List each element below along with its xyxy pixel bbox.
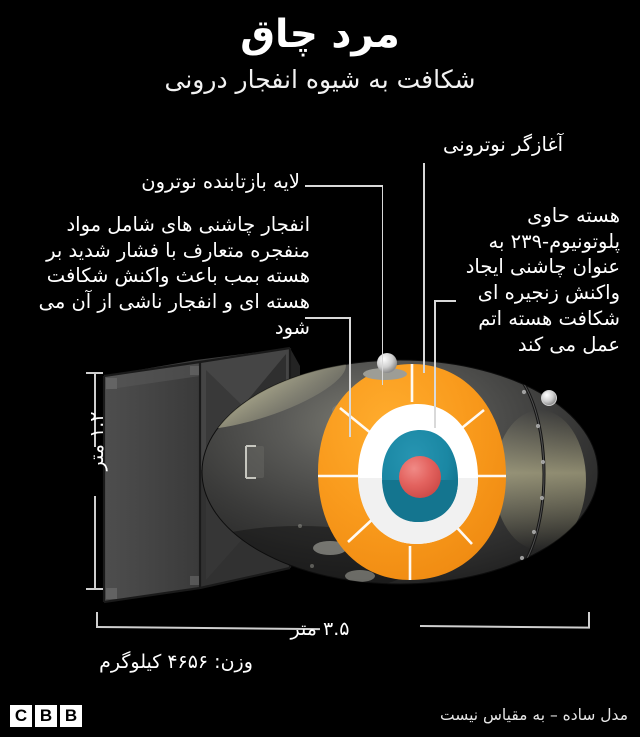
bbc-logo-letter-2: B [35,705,57,727]
leader-line-explosive-lenses-vertical [349,317,351,437]
page-title: مرد چاق [240,12,400,57]
leader-line-plutonium-core-vertical [434,300,436,428]
dimension-label-length: ۳.۵ متر [290,618,350,640]
callout-neutron-initiator: آغازگر نوترونی [443,133,563,156]
leader-line-neutron-reflector-horizontal [305,185,383,187]
fat-man-cutaway-svg [102,346,599,604]
bomb-illustration [0,330,640,615]
dimension-cap-height-top [86,372,103,374]
dimension-cap-length-left [96,612,98,628]
leader-line-neutron-reflector-vertical [381,185,384,385]
callout-neutron-reflector: لایه بازتابنده نوترون [141,170,300,193]
bbc-logo-letter-3: C [10,705,32,727]
page-subtitle: شکافت به شیوه انفجار درونی [164,65,476,94]
leader-line-plutonium-core-horizontal [434,300,456,302]
bbc-logo-letter-1: B [60,705,82,727]
callout-plutonium-core: هسته حاوی پلوتونیوم-۲۳۹ به عنوان چاشنی ا… [465,204,620,356]
dimension-cap-length-right [588,612,590,628]
weight-label: وزن: ۴۶۵۶ کیلوگرم [99,651,253,673]
initiator-sphere [399,456,441,498]
dimension-line-height-lower [94,496,96,590]
dimension-label-height: ۱.۲ متر [86,411,108,471]
dimension-line-height-upper [94,372,96,447]
callout-explosive-lenses: انفجار چاشنی های شامل مواد منفجره متعارف… [38,213,310,339]
dimension-cap-height-bottom [86,588,103,590]
scale-disclaimer: مدل ساده – به مقیاس نیست [440,706,628,724]
leader-line-neutron-initiator [423,163,425,373]
bbc-logo: B B C [10,705,82,727]
nose-antenna-probe [541,390,557,406]
leader-line-explosive-lenses-horizontal [305,317,350,319]
